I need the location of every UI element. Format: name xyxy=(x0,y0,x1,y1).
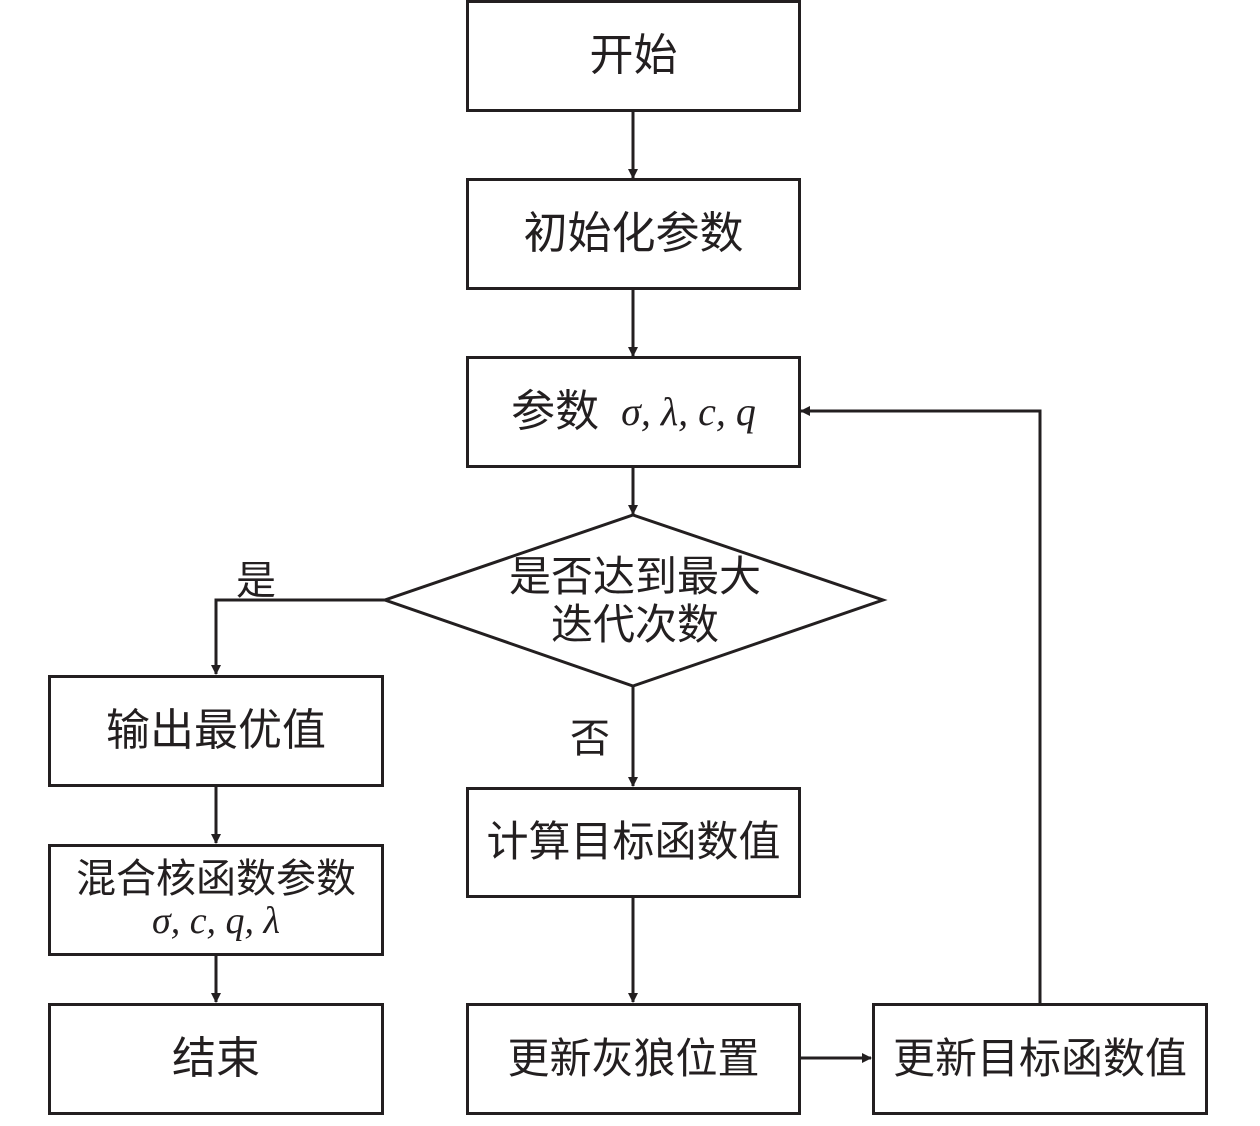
params-vars-label: σ, λ, c, q xyxy=(621,389,756,434)
update-wolf-node: 更新灰狼位置 xyxy=(466,1003,801,1115)
compute-objective-node: 计算目标函数值 xyxy=(466,787,801,898)
params-prefix-label: 参数 xyxy=(511,385,600,437)
init-params-label: 初始化参数 xyxy=(523,207,744,259)
output-best-node: 输出最优值 xyxy=(48,675,384,787)
init-params-node: 初始化参数 xyxy=(466,178,801,290)
update-objective-label: 更新目标函数值 xyxy=(892,1033,1187,1083)
no-label: 否 xyxy=(570,716,610,762)
compute-objective-label: 计算目标函数值 xyxy=(486,817,781,867)
params-node: 参数 σ, λ, c, q xyxy=(466,356,801,468)
update-wolf-label: 更新灰狼位置 xyxy=(507,1033,760,1083)
decision-label: 是否达到最大 迭代次数 xyxy=(385,515,885,687)
arrow-loop-back-to-params xyxy=(800,406,1042,1003)
mixed-kernel-line-1: 混合核函数参数 xyxy=(76,856,356,903)
mixed-kernel-params-node: 混合核函数参数 σ, c, q, λ xyxy=(48,844,384,956)
mixed-kernel-line-2: σ, c, q, λ xyxy=(151,900,281,943)
end-node: 结束 xyxy=(48,1003,384,1115)
start-label: 开始 xyxy=(589,29,678,81)
arrow-yes-to-output xyxy=(211,598,385,675)
output-best-label: 输出最优值 xyxy=(106,704,326,756)
end-label: 结束 xyxy=(172,1032,260,1084)
decision-line-2: 迭代次数 xyxy=(550,600,719,649)
decision-line-1: 是否达到最大 xyxy=(508,551,761,601)
yes-label: 是 xyxy=(236,558,276,604)
start-node: 开始 xyxy=(466,0,801,112)
update-objective-node: 更新目标函数值 xyxy=(872,1003,1208,1115)
